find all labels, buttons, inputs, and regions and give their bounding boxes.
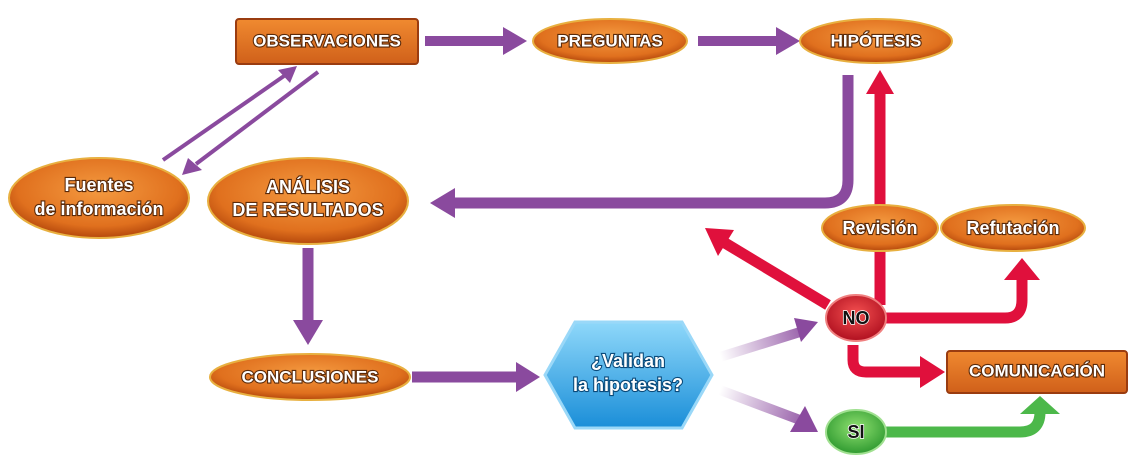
arrow-analisis-to-conclusiones: [293, 248, 323, 345]
node-fuentes-de-informacion: Fuentes de información: [8, 157, 190, 239]
node-comunicacion-label: COMUNICACIÓN: [969, 361, 1105, 380]
arrow-no-to-refutacion: [884, 258, 1040, 324]
arrow-fuentes-to-observaciones: [161, 66, 297, 162]
arrow-validan-to-si: [718, 385, 818, 432]
node-observaciones: OBSERVACIONES: [235, 18, 419, 65]
node-analisis-de-resultados: ANÁLISIS DE RESULTADOS: [207, 157, 409, 245]
node-conclusiones: CONCLUSIONES: [209, 353, 411, 401]
node-refutacion: Refutación: [940, 204, 1086, 252]
node-observaciones-label: OBSERVACIONES: [253, 31, 401, 50]
node-hipotesis: HIPÓTESIS: [799, 18, 953, 64]
node-revision: Revisión: [821, 204, 939, 252]
node-validan-label-line1: ¿Validan: [591, 351, 665, 371]
arrow-si-to-comunicacion: [884, 396, 1060, 438]
node-validan-label-line2: la hipotesis?: [573, 375, 683, 395]
arrow-observaciones-to-fuentes: [182, 70, 320, 175]
arrow-preguntas-to-hipotesis: [698, 27, 800, 55]
node-fuentes-label-line2: de información: [34, 199, 163, 219]
node-preguntas: PREGUNTAS: [532, 18, 688, 64]
node-validan-la-hipotesis: ¿Validan la hipotesis?: [543, 320, 714, 430]
node-si: SI: [825, 409, 887, 455]
node-no: NO: [825, 294, 887, 342]
arrow-no-to-analisis: [705, 228, 831, 310]
node-no-label: NO: [843, 308, 870, 328]
arrow-validan-to-no: [718, 318, 818, 362]
node-revision-label: Revisión: [842, 218, 917, 238]
node-fuentes-label-line1: Fuentes: [64, 175, 133, 195]
node-preguntas-label: PREGUNTAS: [557, 31, 662, 50]
arrow-conclusiones-to-validan: [412, 362, 540, 392]
arrow-hipotesis-to-analisis: [430, 75, 854, 218]
node-comunicacion: COMUNICACIÓN: [946, 350, 1128, 394]
arrow-no-to-comunicacion: [847, 345, 945, 388]
node-analisis-label-line1: ANÁLISIS: [266, 176, 350, 197]
arrow-observaciones-to-preguntas: [425, 27, 527, 55]
node-conclusiones-label: CONCLUSIONES: [242, 367, 379, 386]
node-refutacion-label: Refutación: [966, 218, 1059, 238]
node-analisis-label-line2: DE RESULTADOS: [232, 200, 383, 220]
arrow-no-to-hipotesis: [866, 70, 894, 305]
node-si-label: SI: [847, 422, 864, 442]
node-hipotesis-label: HIPÓTESIS: [831, 31, 922, 50]
